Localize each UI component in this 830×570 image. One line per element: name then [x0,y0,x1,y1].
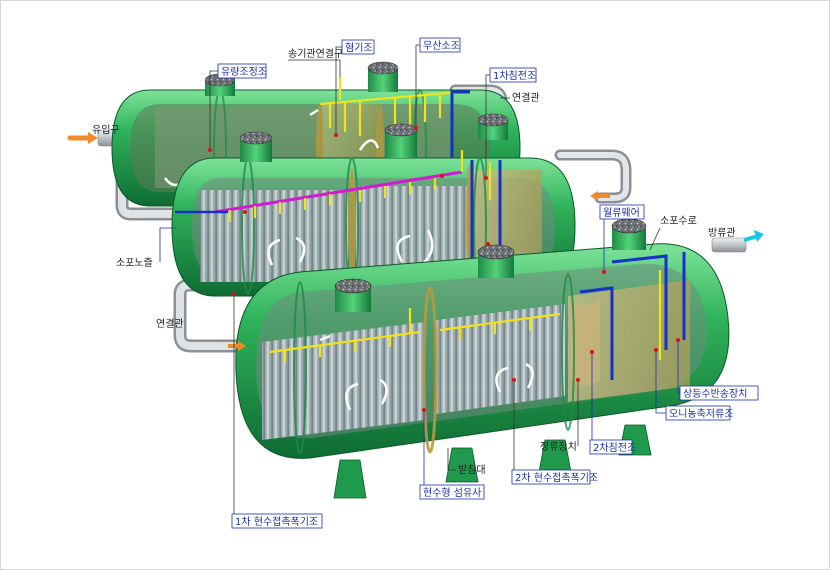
label-primary-contact: 1차 현수접촉폭기조 [231,292,323,529]
label-primary-settling: 1차침전조 [484,67,537,180]
label-secondary-settling: 2차침전조 [589,350,636,455]
manhole [239,131,273,162]
label-discharge-pipe: 방류관 [708,227,736,239]
manhole [334,278,372,312]
label-inlet-text: 유입구 [92,123,120,136]
label-flow-straightener-text: 정류장치 [540,441,577,453]
inflow-arrow [67,132,98,144]
label-connecting-pipe-top-text: 연결관 [512,92,540,104]
label-primary-settling-text: 1차침전조 [493,70,536,82]
label-fiber-media-text: 현수형 섬유사 [423,487,481,499]
label-connecting-pipe-left: 연결관 [156,318,184,330]
label-discharge-pipe-text: 방류관 [708,227,736,239]
discharge-arrow [743,230,764,242]
label-aerobic-tank-text: 무산소조 [423,40,460,52]
label-anoxic-tank-text: 혐기조 [345,42,373,54]
label-flow-equalization: 유량조정조 [208,63,267,152]
label-siphon-nozzle-text: 소포노즐 [116,257,153,269]
label-fiber-media: 현수형 섬유사 [419,408,485,500]
label-overflow-weir-text: 월류웨어 [603,207,640,219]
label-siphon-line: 소포수로 [649,215,697,251]
label-siphon-line-text: 소포수로 [660,215,697,227]
label-blower-connection: 송기관연결구 [288,48,343,78]
label-aerobic-tank: 무산소조 [414,37,461,130]
label-anoxic-tank: 혐기조 [334,39,375,137]
label-secondary-contact-text: 2차 현수접촉폭기조 [515,472,598,484]
manhole [611,218,647,250]
label-overflow-weir: 월류웨어 [599,204,645,274]
tank-3 [235,218,730,499]
label-blower-connection-text: 송기관연결구 [288,48,343,60]
label-media-support-text: 받침대 [458,464,486,476]
label-siphon-nozzle: 소포노즐 [116,227,176,269]
label-inlet: 유입구 [92,123,120,136]
label-flow-straightener: 정류장치 [540,378,580,453]
manhole [477,113,509,140]
label-sludge-storage-text: 오니농축저류조 [669,408,733,420]
label-secondary-contact: 2차 현수접촉폭기조 [511,378,598,485]
manhole [477,244,515,278]
label-media-support: 받침대 [447,448,486,476]
manhole [384,123,418,158]
label-connecting-pipe-left-text: 연결관 [156,318,184,330]
label-sludge-return-text: 상등수반송장치 [683,388,747,400]
manhole [367,61,399,92]
transfer-arrow [590,191,610,201]
label-primary-contact-text: 1차 현수접촉폭기조 [235,516,318,528]
label-secondary-settling-text: 2차침전조 [593,442,636,454]
label-sludge-storage: 오니농축저류조 [654,348,733,421]
label-flow-equalization-text: 유량조정조 [221,66,267,78]
label-sludge-return: 상등수반송장치 [676,338,759,401]
label-connecting-pipe-top: 연결관 [500,92,540,104]
